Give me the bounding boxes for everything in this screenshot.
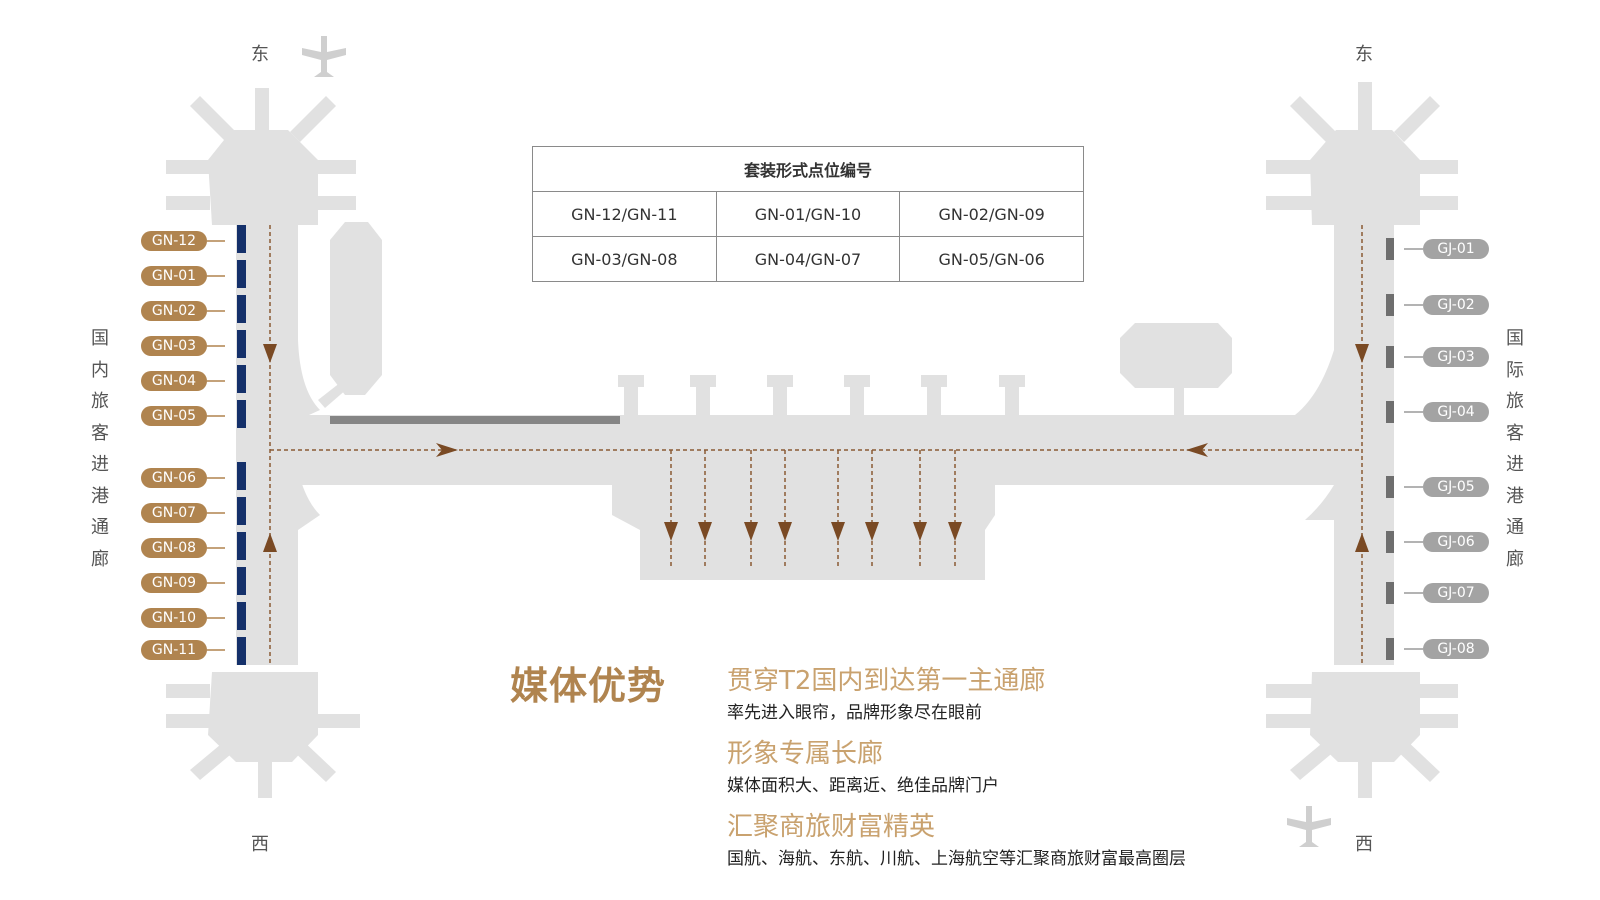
gn-gate-badge[interactable]: GN-08	[141, 538, 207, 558]
arrow-down-icon	[664, 522, 678, 541]
table-cell: GN-03/GN-08	[532, 236, 717, 282]
arrow-right-icon	[436, 443, 458, 457]
advantage-heading: 汇聚商旅财富精英	[727, 812, 936, 842]
arrow-down-icon	[865, 522, 879, 541]
table-cell: GN-04/GN-07	[715, 236, 901, 282]
arrow-down-icon	[698, 522, 712, 541]
gj-gate-badge[interactable]: GJ-07	[1423, 583, 1489, 603]
compass-west-left: 西	[251, 834, 269, 855]
gn-gate-badge[interactable]: GN-05	[141, 406, 207, 426]
gj-gate-badge[interactable]: GJ-08	[1423, 639, 1489, 659]
gn-gate-badge[interactable]: GN-12	[141, 231, 207, 251]
gj-gate-badge[interactable]: GJ-06	[1423, 532, 1489, 552]
arrow-down-icon	[263, 344, 277, 363]
gn-gate-badge[interactable]: GN-04	[141, 371, 207, 391]
gn-gate-badge[interactable]: GN-07	[141, 503, 207, 523]
gn-connectors	[207, 240, 225, 651]
arrow-up-icon	[1355, 533, 1369, 552]
flow-arrows	[263, 344, 1369, 552]
advantages-title: 媒体优势	[510, 664, 667, 708]
gn-gate-badge[interactable]: GN-01	[141, 266, 207, 286]
domestic-corridor-label: 国内旅客进港通廊	[91, 328, 109, 570]
arrow-down-icon	[831, 522, 845, 541]
gn-gate-badge[interactable]: GN-09	[141, 573, 207, 593]
package-table: 套装形式点位编号 GN-12/GN-11 GN-01/GN-10 GN-02/G…	[532, 146, 1084, 282]
gj-gate-badge[interactable]: GJ-02	[1423, 295, 1489, 315]
gj-gate-badge[interactable]: GJ-04	[1423, 402, 1489, 422]
gn-gate-badge[interactable]: GN-02	[141, 301, 207, 321]
table-cell: GN-02/GN-09	[899, 191, 1084, 237]
gn-gate-badge[interactable]: GN-11	[141, 640, 207, 660]
gn-gate-badge[interactable]: GN-06	[141, 468, 207, 488]
arrow-down-icon	[744, 522, 758, 541]
arrow-up-icon	[263, 533, 277, 552]
advantage-heading: 贯穿T2国内到达第一主通廊	[727, 666, 1046, 696]
airplane-icon	[302, 36, 346, 77]
arrow-down-icon	[913, 522, 927, 541]
compass-east-right: 东	[1355, 44, 1373, 65]
advantage-heading: 形象专属长廊	[727, 739, 884, 769]
arrow-down-icon	[948, 522, 962, 541]
table-row: GN-03/GN-08 GN-04/GN-07 GN-05/GN-06	[532, 236, 1084, 282]
table-cell: GN-12/GN-11	[532, 191, 717, 237]
gj-gate-badge[interactable]: GJ-03	[1423, 347, 1489, 367]
arrow-down-icon	[1355, 344, 1369, 363]
airplane-icon	[1287, 806, 1331, 847]
walkway-bar	[330, 416, 620, 424]
international-corridor-label: 国际旅客进港通廊	[1506, 328, 1524, 570]
package-table-title: 套装形式点位编号	[532, 146, 1084, 192]
gn-media-bars	[237, 225, 246, 665]
table-cell: GN-05/GN-06	[899, 236, 1084, 282]
gj-gate-badge[interactable]: GJ-05	[1423, 477, 1489, 497]
gj-media-bars	[1386, 238, 1394, 660]
arrow-down-icon	[778, 522, 792, 541]
advantage-text: 率先进入眼帘，品牌形象尽在眼前	[727, 703, 982, 723]
gj-gate-badge[interactable]: GJ-01	[1423, 239, 1489, 259]
arrow-left-icon	[1186, 443, 1208, 457]
advantage-text: 国航、海航、东航、川航、上海航空等汇聚商旅财富最高圈层	[727, 849, 1186, 869]
gn-gate-badge[interactable]: GN-10	[141, 608, 207, 628]
table-cell: GN-01/GN-10	[715, 191, 901, 237]
gj-connectors	[1404, 248, 1423, 650]
compass-east-left: 东	[251, 44, 269, 65]
advantage-text: 媒体面积大、距离近、绝佳品牌门户	[727, 776, 999, 796]
gn-gate-badge[interactable]: GN-03	[141, 336, 207, 356]
table-row: GN-12/GN-11 GN-01/GN-10 GN-02/GN-09	[532, 191, 1084, 237]
compass-west-right: 西	[1355, 834, 1373, 855]
